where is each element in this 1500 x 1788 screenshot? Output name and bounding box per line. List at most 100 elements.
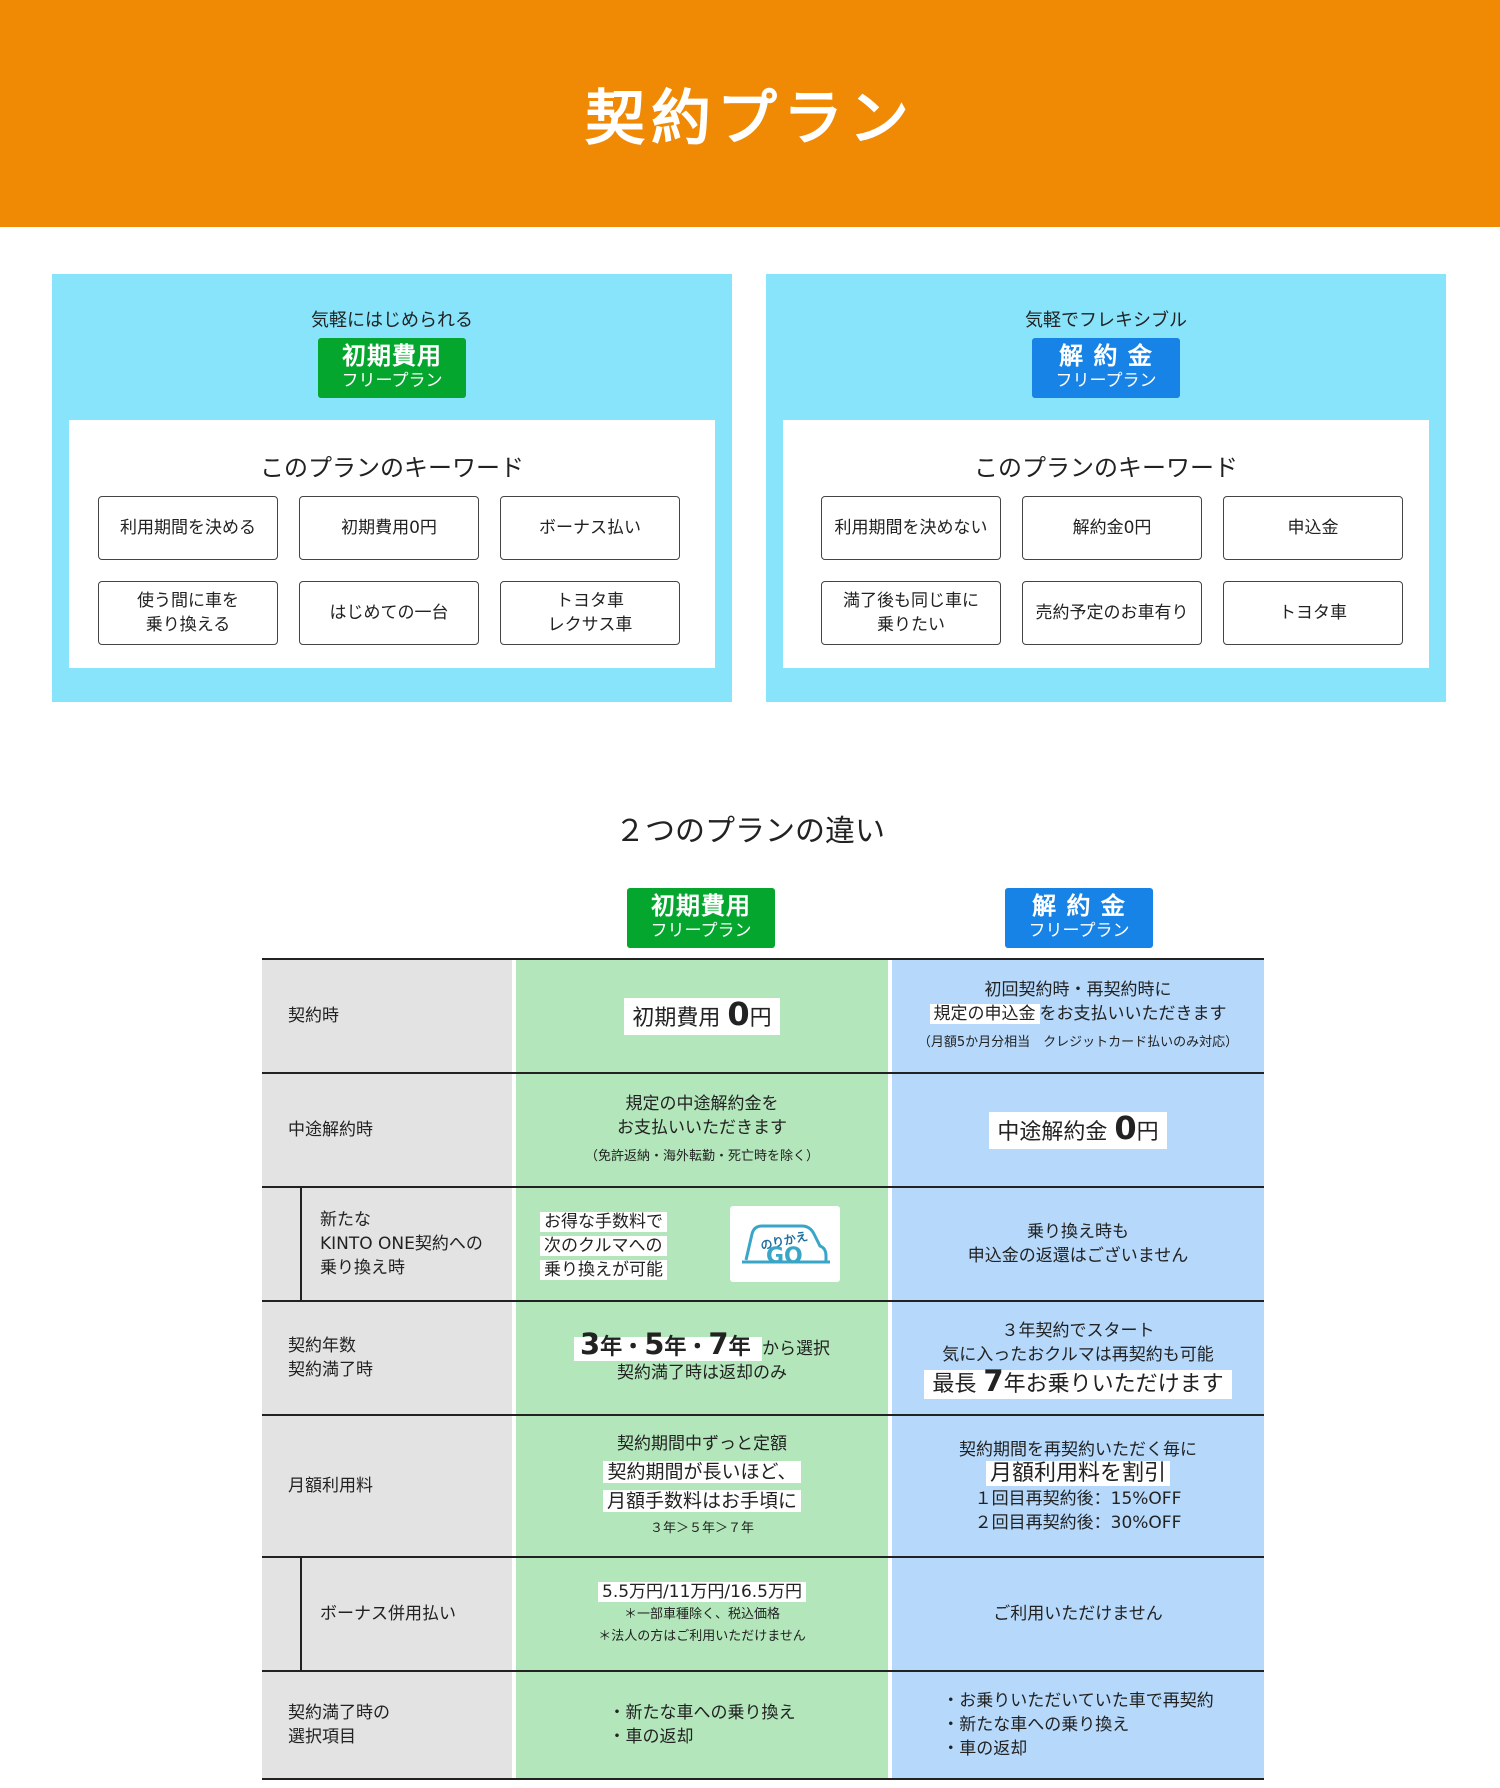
max-value: 7 <box>983 1363 1004 1398</box>
keyword-tag: 申込金 <box>1223 496 1403 560</box>
cell-text: １回目再契約後：15%OFF <box>974 1488 1182 1509</box>
keyword-panel: このプランのキーワード 利用期間を決めない 解約金0円 申込金 満了後も同じ車に… <box>783 420 1429 668</box>
cell-text: ２回目再契約後：30%OFF <box>974 1512 1182 1533</box>
cell-text: 契約期間を再契約いただく毎に <box>959 1439 1197 1460</box>
list-item: ・新たな車への乗り換え <box>942 1715 1130 1735</box>
plan-card-initial-free: 気軽にはじめられる 初期費用 フリープラン このプランのキーワード 利用期間を決… <box>52 274 732 702</box>
highlight-text: お得な手数料で <box>540 1212 667 1232</box>
comparison-badge-initial-free: 初期費用 フリープラン <box>627 888 775 948</box>
row-label: 契約時 <box>288 1006 339 1026</box>
keyword-tag: 利用期間を決める <box>98 496 278 560</box>
keyword-title: このプランのキーワード <box>974 454 1238 482</box>
keyword-tag: トヨタ車 <box>1223 581 1403 645</box>
plan-card-cancel-free: 気軽でフレキシブル 解 約 金 フリープラン このプランのキーワード 利用期間を… <box>766 274 1446 702</box>
max-suffix: 年お乗りいただけます <box>1003 1371 1224 1397</box>
keyword-tag: 満了後も同じ車に 乗りたい <box>821 581 1001 645</box>
keyword-tag: 使う間に車を 乗り換える <box>98 581 278 645</box>
cell-text: 初回契約時・再契約時に <box>984 980 1172 1000</box>
row-label: ボーナス併用払い <box>320 1604 456 1624</box>
keyword-title: このプランのキーワード <box>260 454 524 482</box>
highlight-text: 契約期間が長いほど、 <box>603 1461 801 1483</box>
cell-text: 契約期間中ずっと定額 <box>617 1434 787 1454</box>
row-bracket <box>300 1558 302 1670</box>
highlight-text: 月額利用料を割引 <box>985 1460 1170 1486</box>
note-text: ＊一部車種除く、税込価格 <box>623 1607 780 1622</box>
note-text: （免許返納・海外転勤・死亡時を除く） <box>584 1149 819 1164</box>
fee-box: 初期費用 0円 <box>624 994 780 1035</box>
row-label: 契約満了時の 選択項目 <box>288 1703 390 1747</box>
table-row: ボーナス併用払い 5.5万円/11万円/16.5万円 ＊一部車種除く、税込価格 … <box>262 1556 1264 1670</box>
note-text: ３年＞５年＞７年 <box>649 1521 754 1536</box>
table-row: 契約満了時の 選択項目 ・新たな車への乗り換え ・車の返却 ・お乗りいただいてい… <box>262 1670 1264 1780</box>
plan-badge-title: 解 約 金 <box>1032 892 1126 920</box>
list-item: ・車の返却 <box>608 1727 694 1747</box>
plan-subtitle: 気軽でフレキシブル <box>1025 310 1187 331</box>
logo-text-large: GO <box>766 1244 803 1269</box>
keyword-tag: ボーナス払い <box>500 496 680 560</box>
fee-value: 0 <box>1114 1108 1137 1147</box>
list-item: ・お乗りいただいていた車で再契約 <box>942 1691 1214 1711</box>
row-label: 月額利用料 <box>288 1476 373 1496</box>
comparison-title: ２つのプランの違い <box>615 814 885 849</box>
year-value: 7 <box>708 1326 729 1361</box>
years-highlight: 3年・5年・7年 <box>573 1329 763 1361</box>
keyword-panel: このプランのキーワード 利用期間を決める 初期費用0円 ボーナス払い 使う間に車… <box>69 420 715 668</box>
fee-box: 中途解約金 0円 <box>989 1108 1167 1149</box>
cell-text: 申込金の返還はございません <box>967 1246 1189 1266</box>
highlight-text: 月額手数料はお手頃に <box>602 1490 801 1512</box>
plan-badge-title: 初期費用 <box>342 342 442 370</box>
plan-badge: 初期費用 フリープラン <box>318 338 466 398</box>
car-icon <box>742 1224 830 1264</box>
page-title: 契約プラン <box>585 84 915 154</box>
keyword-tag: 売約予定のお車有り <box>1022 581 1202 645</box>
table-row: 中途解約時 規定の中途解約金を お支払いいただきます （免許返納・海外転勤・死亡… <box>262 1072 1264 1186</box>
fee-unit: 円 <box>749 1005 772 1031</box>
highlight-text: 次のクルマへの <box>540 1236 667 1256</box>
plan-badge: 解 約 金 フリープラン <box>1032 338 1180 398</box>
row-label: 中途解約時 <box>288 1120 373 1140</box>
row-bracket <box>300 1188 302 1300</box>
cell-text: 規定の中途解約金を <box>625 1094 779 1114</box>
year-value: 5 <box>644 1326 665 1361</box>
plan-badge-sub: フリープラン <box>1055 371 1157 391</box>
keyword-tag: 初期費用0円 <box>299 496 479 560</box>
fee-unit: 円 <box>1136 1119 1159 1145</box>
row-label: 新たな KINTO ONE契約への 乗り換え時 <box>320 1210 483 1278</box>
list-item: ・車の返却 <box>942 1739 1028 1759</box>
plan-subtitle: 気軽にはじめられる <box>311 310 473 331</box>
year-value: 3 <box>579 1326 601 1361</box>
highlight-text: 5.5万円/11万円/16.5万円 <box>598 1582 806 1602</box>
highlight-text: 規定の申込金 <box>929 1004 1040 1024</box>
page-header: 契約プラン <box>0 0 1500 227</box>
norikae-go-logo: のりかえ GO <box>730 1206 840 1282</box>
plan-badge-sub: フリープラン <box>341 371 443 391</box>
highlight-text: 乗り換えが可能 <box>540 1260 667 1280</box>
cell-text: ３年契約でスタート <box>1001 1320 1155 1341</box>
cell-text: から選択 <box>762 1338 831 1359</box>
cell-text: お支払いいただきます <box>617 1118 787 1138</box>
keyword-tag: 利用期間を決めない <box>821 496 1001 560</box>
fee-label: 中途解約金 <box>997 1119 1108 1145</box>
table-row: 月額利用料 契約期間中ずっと定額 契約期間が長いほど、 月額手数料はお手頃に ３… <box>262 1414 1264 1556</box>
max-label: 最長 <box>932 1371 977 1397</box>
table-row: 契約時 初期費用 0円 初回契約時・再契約時に 規定の申込金をお支払いいただきま… <box>262 958 1264 1072</box>
cell-text: 乗り換え時も <box>1027 1222 1129 1242</box>
cell-text: 契約満了時は返却のみ <box>617 1362 787 1383</box>
fee-label: 初期費用 <box>632 1005 721 1031</box>
year-unit: 年 <box>728 1334 751 1360</box>
note-text: （月額5か月分相当 クレジットカード払いのみ対応） <box>917 1035 1239 1050</box>
plan-badge-title: 解 約 金 <box>1059 342 1153 370</box>
keyword-tag: はじめての一台 <box>299 581 479 645</box>
keyword-tag: トヨタ車 レクサス車 <box>500 581 680 645</box>
comparison-table: 契約時 初期費用 0円 初回契約時・再契約時に 規定の申込金をお支払いいただきま… <box>262 958 1264 1780</box>
year-unit: 年 <box>600 1334 623 1360</box>
comparison-badge-cancel-free: 解 約 金 フリープラン <box>1005 888 1153 948</box>
plan-badge-title: 初期費用 <box>651 892 751 920</box>
plan-badge-sub: フリープラン <box>650 921 752 941</box>
row-label: 契約年数 契約満了時 <box>288 1336 373 1380</box>
cell-text: をお支払いいただきます <box>1039 1004 1227 1024</box>
keyword-tag: 解約金0円 <box>1022 496 1202 560</box>
table-row: 契約年数 契約満了時 3年・5年・7年 から選択 契約満了時は返却のみ ３年契約… <box>262 1300 1264 1414</box>
fee-value: 0 <box>727 994 750 1033</box>
list-item: ・新たな車への乗り換え <box>608 1703 796 1723</box>
